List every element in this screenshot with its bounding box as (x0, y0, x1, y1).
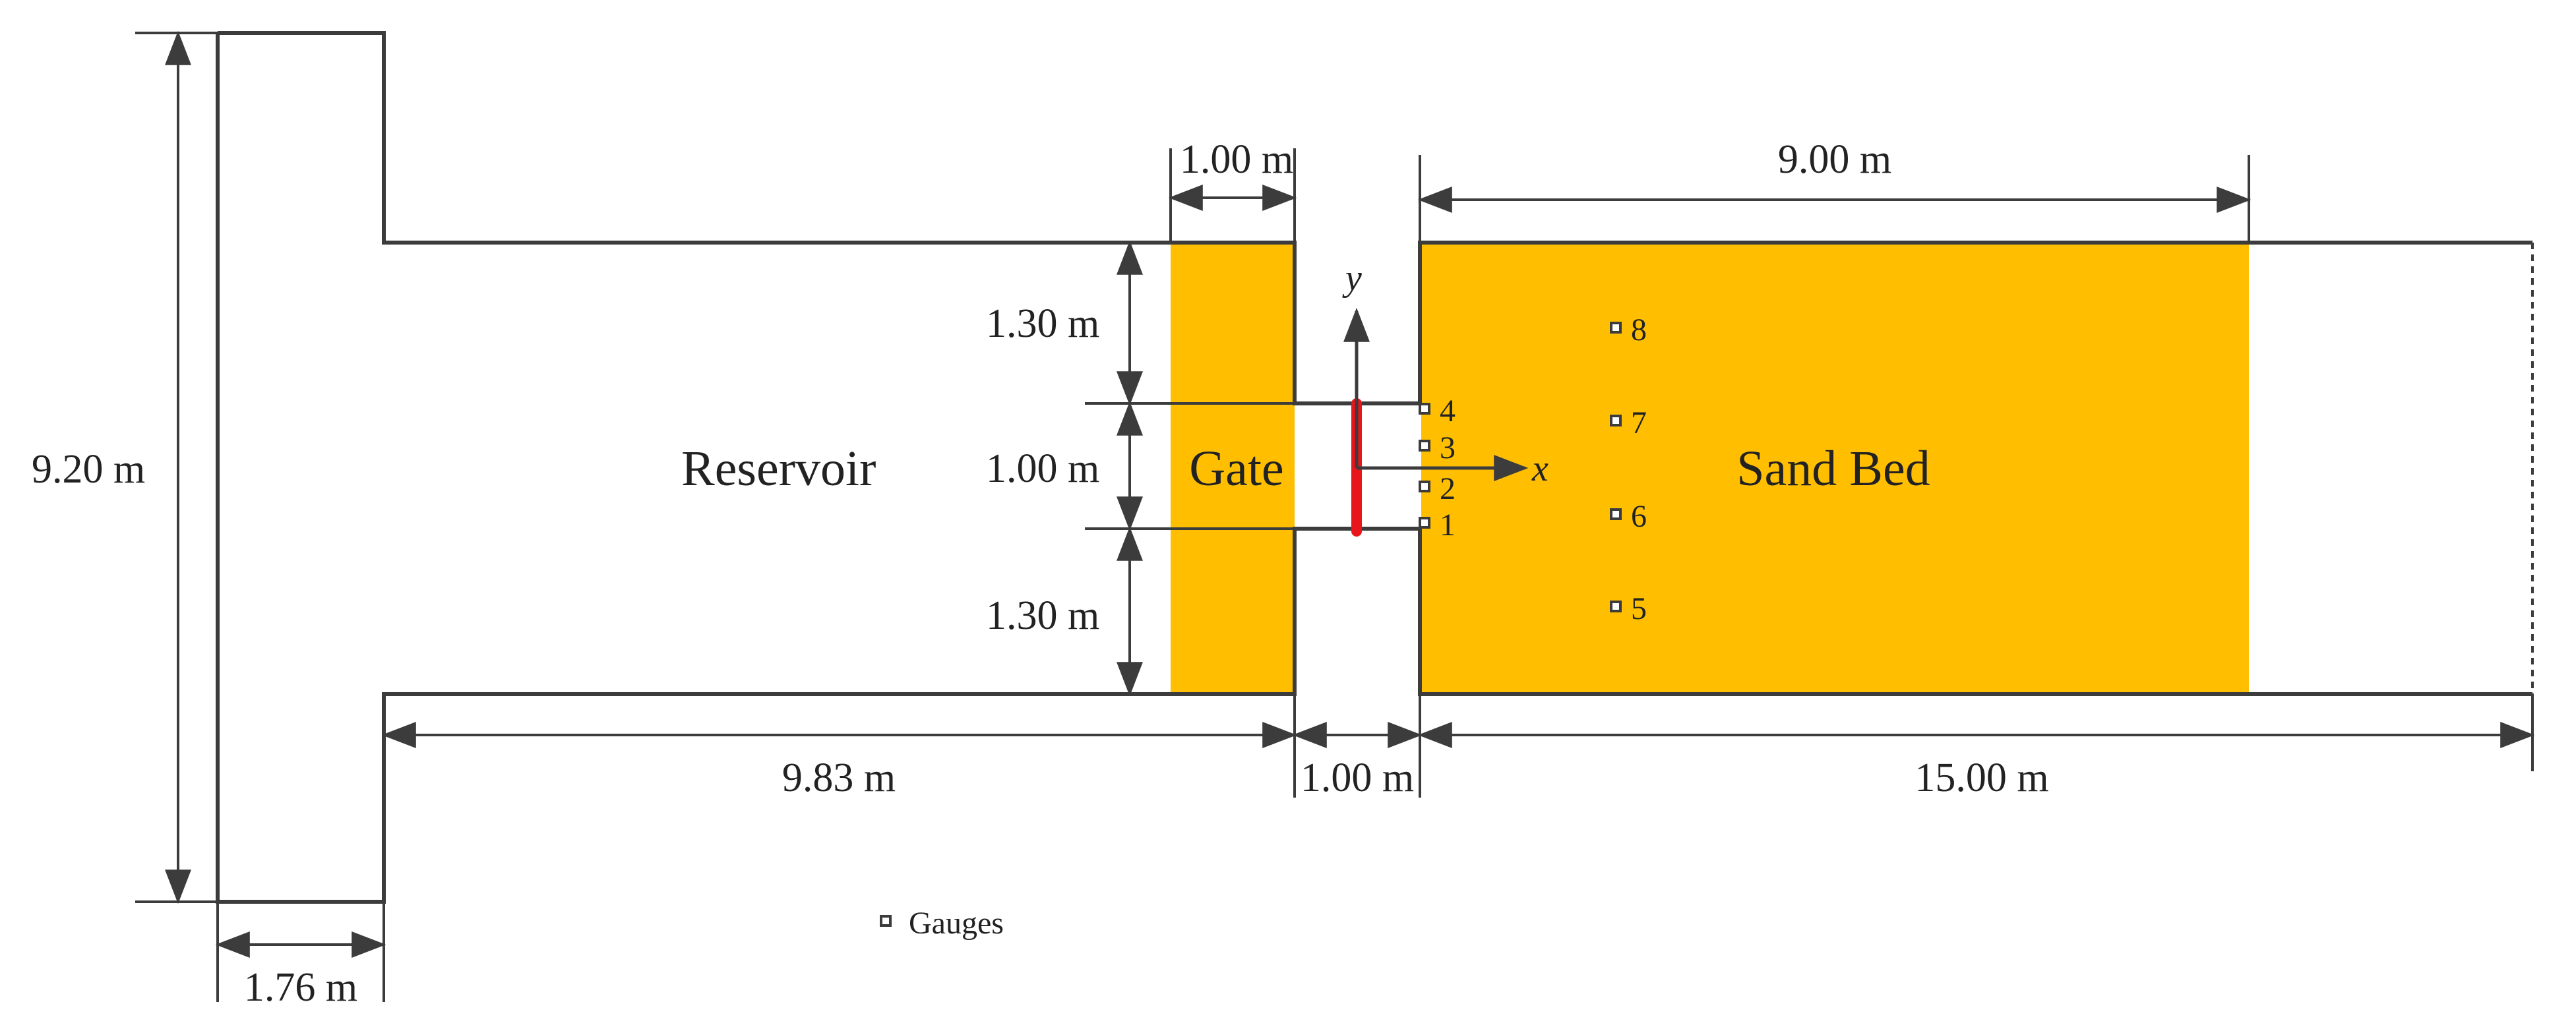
gauge-marker-4 (1419, 403, 1430, 415)
sand-bed-label: Sand Bed (1736, 441, 1930, 496)
gauge-label-6: 6 (1631, 499, 1647, 534)
gauge-marker-3 (1419, 440, 1430, 452)
gauge-marker-5 (1610, 601, 1622, 612)
axis-y-label: y (1342, 258, 1362, 299)
gauge-marker-6 (1610, 508, 1622, 520)
gauge-marker-2 (1419, 481, 1430, 492)
legend-gauges-label: Gauges (909, 906, 1004, 941)
gauge-group: 1 2 3 4 5 6 7 8 (1419, 312, 1647, 626)
dim-reservoir-tail-width: 1.76 m (244, 965, 357, 1010)
gauge-marker-1 (1419, 517, 1430, 529)
gauge-label-3: 3 (1440, 430, 1456, 465)
gauge-label-5: 5 (1631, 591, 1647, 626)
gauge-label-8: 8 (1631, 312, 1647, 347)
gauge-label-2: 2 (1440, 471, 1456, 506)
sand-bed-area (1421, 243, 2249, 694)
reservoir-label: Reservoir (681, 441, 876, 496)
gate-sand-block (1171, 243, 1295, 694)
dim-lower-wall-gap: 1.30 m (986, 593, 1099, 638)
dim-upper-wall-gap: 1.30 m (986, 301, 1099, 346)
dim-gate-sand-width: 1.00 m (1180, 137, 1293, 182)
gate-label: Gate (1189, 441, 1283, 496)
gauge-marker-8 (1610, 322, 1622, 334)
dim-total-height: 9.20 m (32, 447, 145, 492)
gauge-label-4: 4 (1440, 394, 1456, 428)
dim-downstream-length: 15.00 m (1915, 755, 2048, 800)
dim-opening-width: 1.00 m (986, 446, 1099, 491)
gauge-label-1: 1 (1440, 508, 1456, 543)
legend-gauge-icon (880, 915, 892, 927)
dim-reservoir-length: 9.83 m (782, 755, 896, 800)
gauge-label-7: 7 (1631, 405, 1647, 440)
dim-sand-bed-length: 9.00 m (1778, 137, 1891, 182)
gauge-marker-7 (1610, 415, 1622, 426)
dim-gate-gap: 1.00 m (1301, 755, 1414, 800)
axis-x-label: x (1531, 448, 1549, 489)
